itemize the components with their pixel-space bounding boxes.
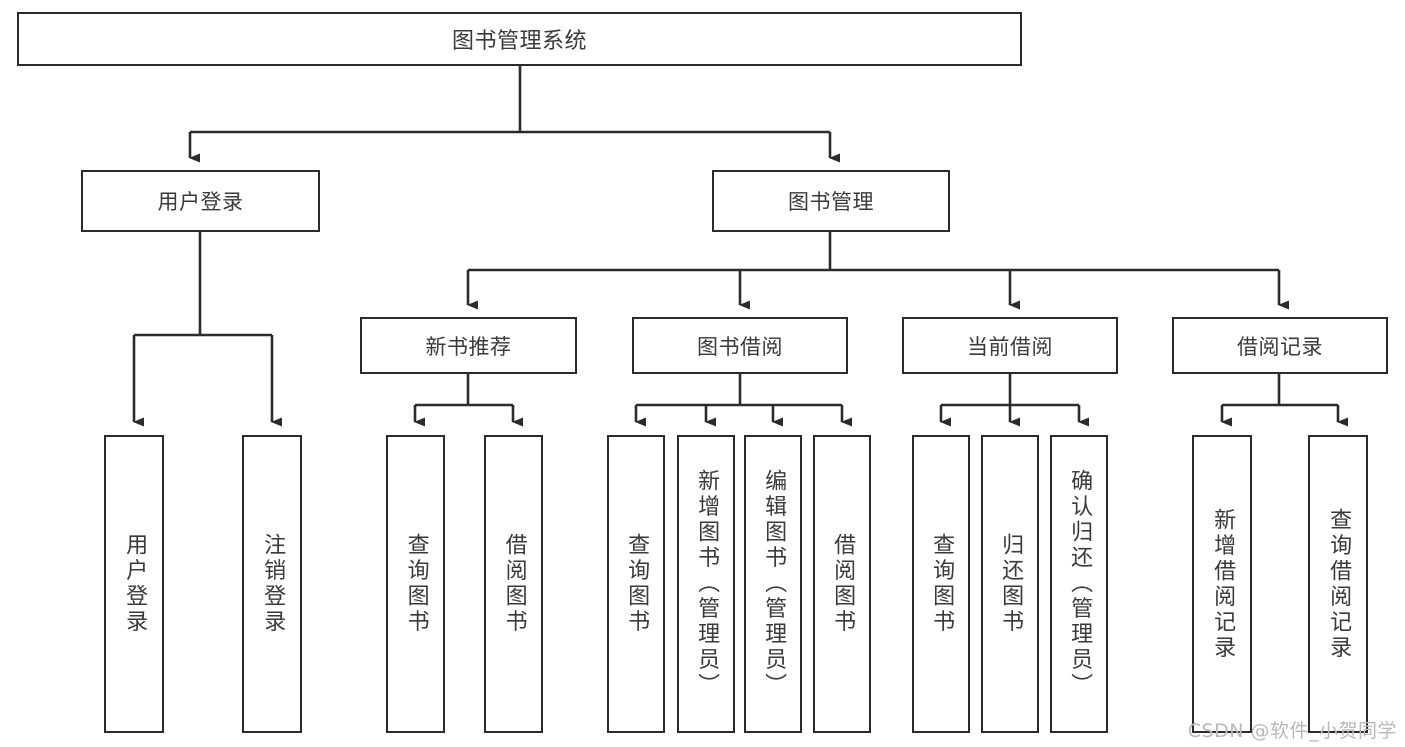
- leaf-label: 查询图书: [403, 533, 429, 635]
- leaf-borrow-book[interactable]: 借阅图书: [813, 435, 871, 733]
- leaf-add-borrow-record[interactable]: 新增借阅记录: [1192, 435, 1252, 733]
- node-root-system[interactable]: 图书管理系统: [17, 12, 1022, 66]
- leaf-logout-login[interactable]: 注销登录: [242, 435, 302, 733]
- leaf-label: 借阅图书: [501, 533, 527, 635]
- leaf-label: 注销登录: [260, 533, 286, 635]
- leaf-query-book-borrow[interactable]: 查询图书: [607, 435, 665, 733]
- leaf-label: 查询借阅记录: [1326, 507, 1352, 661]
- leaf-query-borrow-record[interactable]: 查询借阅记录: [1308, 435, 1368, 733]
- leaf-label: 借阅图书: [830, 533, 856, 635]
- leaf-edit-book-admin[interactable]: 编辑图书（管理员）: [744, 435, 802, 733]
- node-current-borrow[interactable]: 当前借阅: [902, 317, 1118, 374]
- watermark: CSDN @软件_小贺同学: [1187, 720, 1397, 742]
- node-label: 用户登录: [157, 190, 244, 214]
- node-label: 新书推荐: [425, 334, 512, 359]
- leaf-return-book[interactable]: 归还图书: [981, 435, 1039, 733]
- node-book-management[interactable]: 图书管理: [712, 170, 950, 232]
- leaf-label: 新增借阅记录: [1210, 507, 1236, 661]
- leaf-label: 用户登录: [122, 533, 148, 635]
- node-label: 图书管理: [788, 190, 874, 214]
- leaf-label: 查询图书: [929, 533, 955, 635]
- node-borrow-record[interactable]: 借阅记录: [1172, 317, 1388, 374]
- leaf-label: 查询图书: [624, 533, 650, 635]
- leaf-user-login[interactable]: 用户登录: [104, 435, 164, 733]
- node-user-login[interactable]: 用户登录: [81, 170, 320, 232]
- node-new-book-recommend[interactable]: 新书推荐: [360, 317, 577, 374]
- leaf-query-book-current[interactable]: 查询图书: [912, 435, 970, 733]
- leaf-add-book-admin[interactable]: 新增图书（管理员）: [677, 435, 735, 733]
- leaf-label: 归还图书: [998, 533, 1024, 635]
- leaf-label: 新增图书（管理员）: [694, 469, 720, 699]
- leaf-label: 编辑图书（管理员）: [761, 469, 787, 699]
- leaf-confirm-return-admin[interactable]: 确认归还（管理员）: [1050, 435, 1108, 733]
- leaf-label: 确认归还（管理员）: [1067, 469, 1093, 699]
- node-label: 借阅记录: [1237, 334, 1323, 359]
- node-label: 图书管理系统: [451, 29, 587, 54]
- node-label: 图书借阅: [697, 334, 783, 359]
- node-label: 当前借阅: [967, 334, 1053, 359]
- leaf-borrow-book-recommend[interactable]: 借阅图书: [484, 435, 543, 733]
- leaf-query-book-recommend[interactable]: 查询图书: [386, 435, 445, 733]
- node-book-borrow[interactable]: 图书借阅: [632, 317, 848, 374]
